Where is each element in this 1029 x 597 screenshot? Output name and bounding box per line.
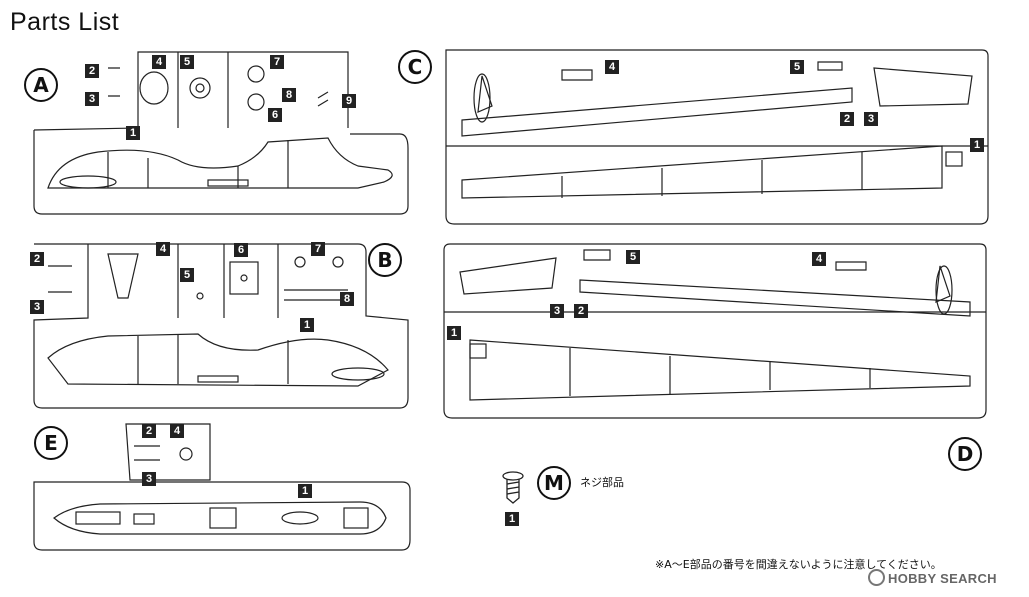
sprue-a-part-6: 6 bbox=[268, 108, 282, 122]
sprue-c-part-5: 5 bbox=[790, 60, 804, 74]
sprue-a-part-8: 8 bbox=[282, 88, 296, 102]
sprue-a-part-9: 9 bbox=[342, 94, 356, 108]
screw-label: ネジ部品 bbox=[580, 476, 624, 489]
sprue-d-drawing bbox=[443, 243, 987, 419]
page-title: Parts List bbox=[10, 8, 120, 36]
sprue-c-part-3: 3 bbox=[864, 112, 878, 126]
sprue-b-part-8: 8 bbox=[340, 292, 354, 306]
screw-part-1: 1 bbox=[505, 512, 519, 526]
sprue-a-part-3: 3 bbox=[85, 92, 99, 106]
sprue-d-part-1: 1 bbox=[447, 326, 461, 340]
screw-sprue-letter: M bbox=[537, 466, 571, 500]
sprue-d-part-2: 2 bbox=[574, 304, 588, 318]
sprue-e-letter: E bbox=[34, 426, 68, 460]
sprue-e-drawing bbox=[33, 423, 411, 551]
sprue-a-part-2: 2 bbox=[85, 64, 99, 78]
sprue-a-part-4: 4 bbox=[152, 55, 166, 69]
sprue-d-part-4: 4 bbox=[812, 252, 826, 266]
watermark-text: HOBBY SEARCH bbox=[888, 571, 997, 586]
sprue-a-part-7: 7 bbox=[270, 55, 284, 69]
sprue-b-part-6: 6 bbox=[234, 243, 248, 257]
sprue-d-part-3: 3 bbox=[550, 304, 564, 318]
sprue-c-part-2: 2 bbox=[840, 112, 854, 126]
sprue-c-part-1: 1 bbox=[970, 138, 984, 152]
screw-icon bbox=[502, 471, 524, 504]
sprue-e-part-3: 3 bbox=[142, 472, 156, 486]
sprue-e-part-1: 1 bbox=[298, 484, 312, 498]
sprue-b-part-5: 5 bbox=[180, 268, 194, 282]
sprue-a-part-1: 1 bbox=[126, 126, 140, 140]
sprue-b-part-7: 7 bbox=[311, 242, 325, 256]
sprue-d-letter: D bbox=[948, 437, 982, 471]
sprue-a-part-5: 5 bbox=[180, 55, 194, 69]
caution-note: ※A〜E部品の番号を間違えないように注意してください。 bbox=[655, 558, 942, 571]
watermark: HOBBY SEARCH bbox=[868, 569, 997, 586]
sprue-b-drawing bbox=[33, 243, 409, 409]
sprue-c-part-4: 4 bbox=[605, 60, 619, 74]
sprue-e-part-4: 4 bbox=[170, 424, 184, 438]
watermark-logo-icon bbox=[868, 569, 885, 586]
sprue-b-letter: B bbox=[368, 243, 402, 277]
sprue-e-part-2: 2 bbox=[142, 424, 156, 438]
sprue-c-drawing bbox=[445, 49, 989, 225]
sprue-d-part-5: 5 bbox=[626, 250, 640, 264]
sprue-b-part-2: 2 bbox=[30, 252, 44, 266]
sprue-b-part-4: 4 bbox=[156, 242, 170, 256]
sprue-b-part-1: 1 bbox=[300, 318, 314, 332]
sprue-b-part-3: 3 bbox=[30, 300, 44, 314]
sprue-a-drawing bbox=[33, 51, 409, 215]
sprue-a-letter: A bbox=[24, 68, 58, 102]
sprue-c-letter: C bbox=[398, 50, 432, 84]
